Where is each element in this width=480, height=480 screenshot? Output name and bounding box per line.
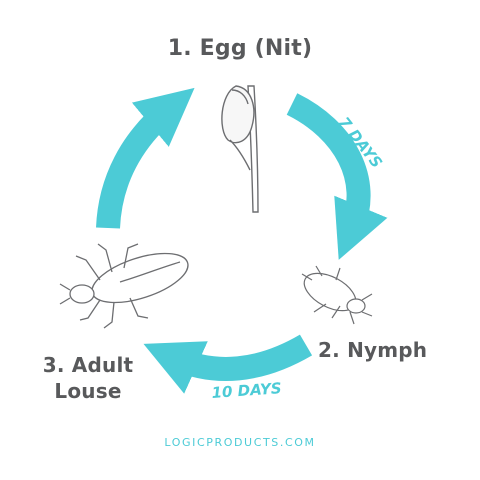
duration-nymph-to-adult: 10 DAYS — [211, 379, 282, 402]
stage-label-adult-line2: Louse — [54, 379, 122, 403]
adult-louse-icon — [59, 243, 189, 329]
nymph-louse-icon — [301, 265, 373, 325]
stage-label-adult-line1: 3. Adult — [42, 353, 134, 377]
footer-website: LOGICPRODUCTS.COM — [164, 436, 316, 449]
stage-label-nymph: 2. Nymph — [318, 338, 428, 362]
arrow-adult-to-egg — [96, 87, 195, 229]
nit-egg-icon — [221, 85, 259, 213]
stage-label-adult: 3. Adult Louse — [38, 352, 138, 404]
stage-label-egg: 1. Egg (Nit) — [167, 36, 313, 61]
arrow-nymph-to-adult — [143, 334, 313, 394]
arrow-egg-to-nymph — [286, 93, 388, 260]
